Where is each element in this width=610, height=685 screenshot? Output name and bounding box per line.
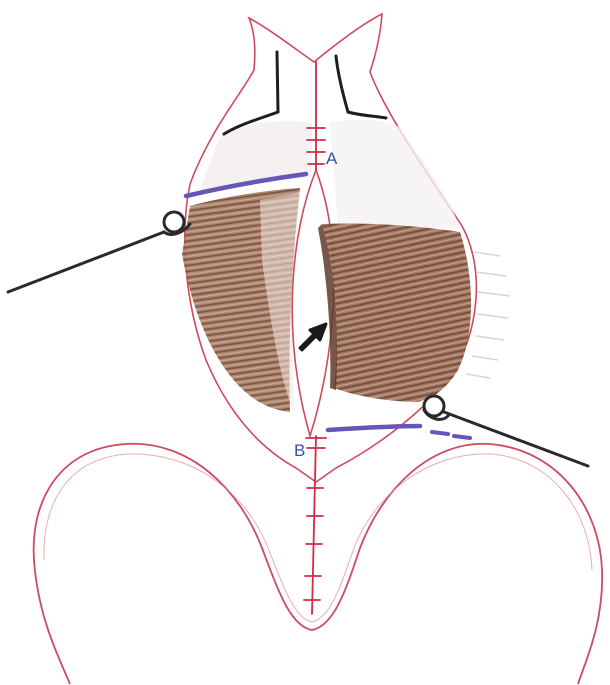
muscle-fringe [466,252,510,378]
lower-suture-line [304,436,326,614]
left-retractor-icon [8,212,190,292]
upper-shading-right [330,120,460,228]
lower-purple-dash-2 [454,436,470,438]
right-muscle [322,223,471,402]
lower-outline-inner [44,454,592,622]
point-a-label: A [326,149,338,168]
lower-purple-dash-1 [432,432,448,434]
right-retractor-icon [424,396,588,466]
lower-purple-band [328,426,420,430]
point-b-label: B [294,441,305,460]
left-notch-line [224,52,278,134]
right-notch-line [336,56,386,118]
